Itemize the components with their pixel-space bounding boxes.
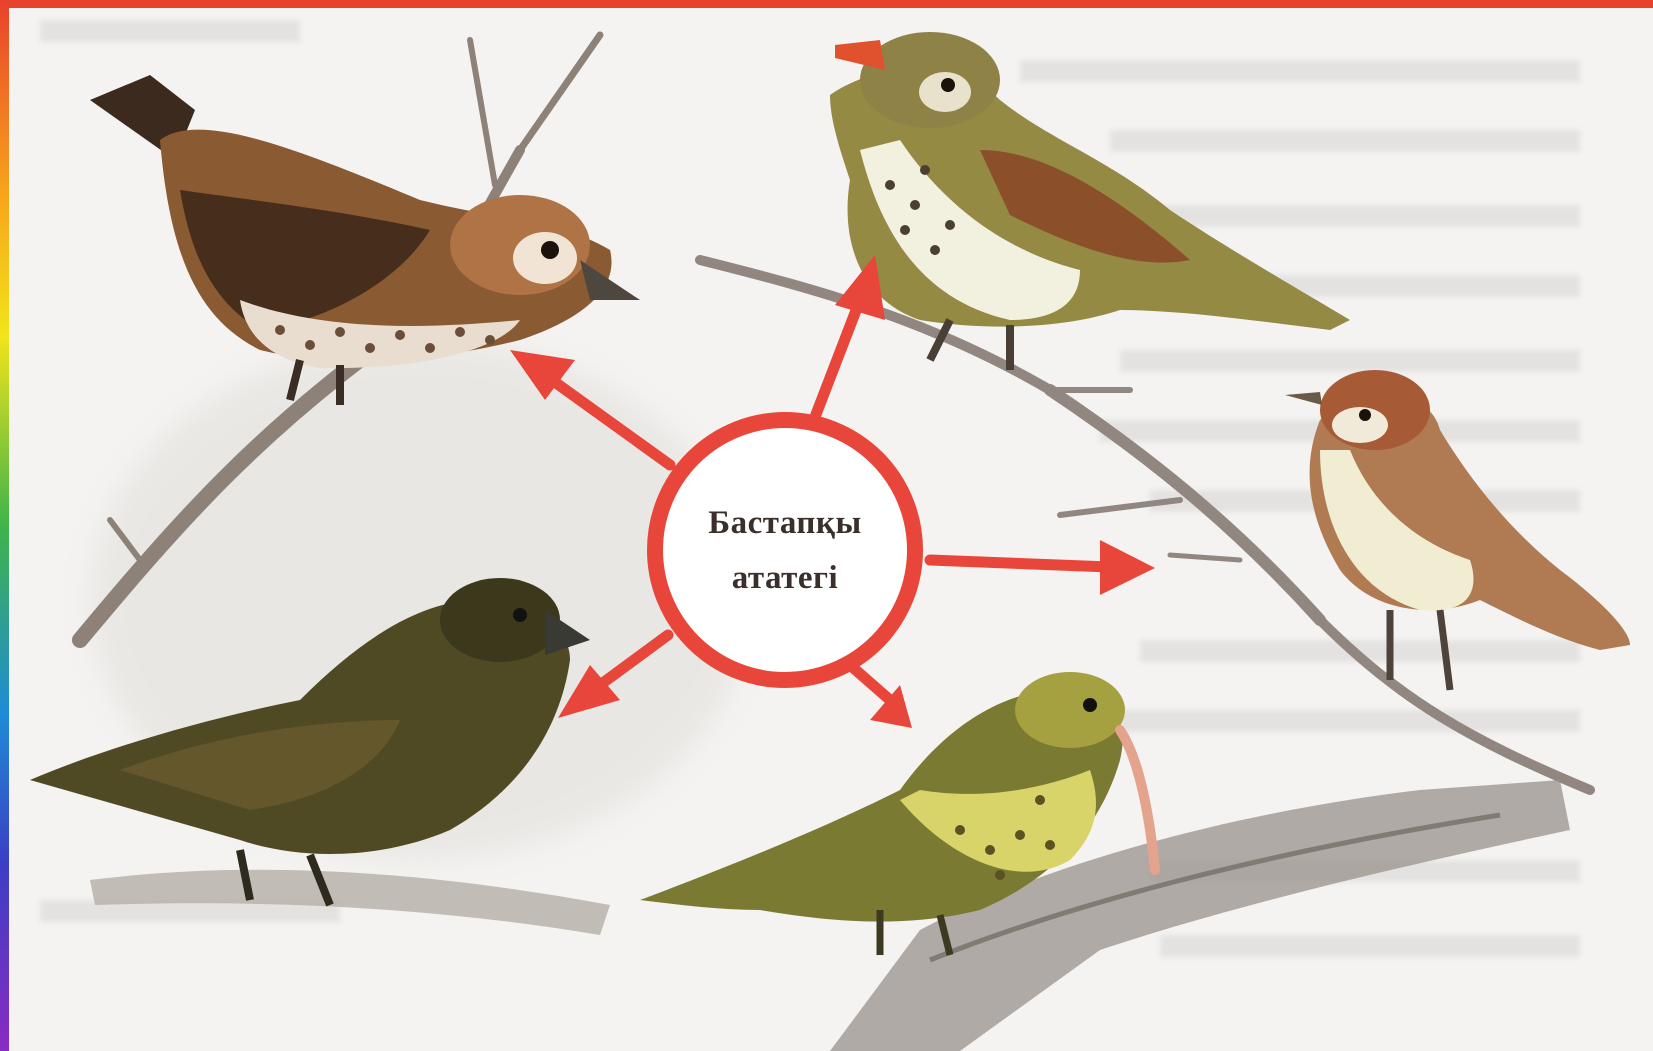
arrow-icon	[810, 255, 885, 430]
arrow-icon	[930, 540, 1155, 595]
bird-icon	[90, 75, 640, 405]
center-label-line1: Бастапқы	[635, 505, 935, 542]
center-label-line2: ататегі	[635, 560, 935, 597]
circle-icon	[655, 420, 915, 680]
arrow-icon	[850, 665, 912, 728]
branch-bottom-left	[90, 870, 610, 935]
